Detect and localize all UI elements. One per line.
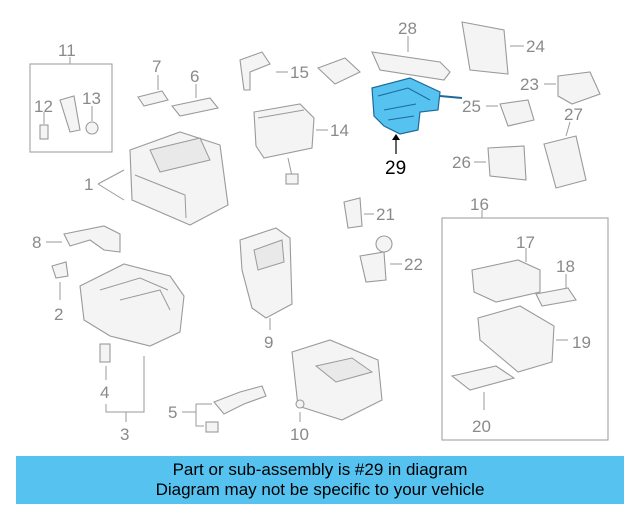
label-28: 28 xyxy=(398,19,417,38)
info-banner: Part or sub-assembly is #29 in diagram D… xyxy=(16,456,624,504)
part-22 xyxy=(359,235,393,283)
part-15 xyxy=(239,51,271,91)
label-5: 5 xyxy=(168,403,177,422)
label-11: 11 xyxy=(58,41,76,60)
label-19: 19 xyxy=(572,333,591,352)
label-29: 29 xyxy=(385,158,406,179)
label-26: 26 xyxy=(452,153,471,172)
parts-diagram: 11 12 13 7 6 1 15 14 28 29 24 xyxy=(29,19,609,444)
label-15: 15 xyxy=(290,63,309,82)
label-4: 4 xyxy=(100,383,109,402)
label-27: 27 xyxy=(564,105,583,124)
part-29-highlighted xyxy=(371,77,463,135)
label-23: 23 xyxy=(520,75,539,94)
label-21: 21 xyxy=(376,205,395,224)
part-9 xyxy=(239,227,293,319)
part-21 xyxy=(343,197,363,229)
part-24 xyxy=(461,21,509,75)
part-7 xyxy=(137,90,169,107)
label-20: 20 xyxy=(472,417,491,436)
part-27 xyxy=(543,135,587,189)
part-1 xyxy=(129,131,229,226)
part-25 xyxy=(499,99,535,127)
label-9: 9 xyxy=(264,333,273,352)
label-17: 17 xyxy=(516,233,535,252)
label-22: 22 xyxy=(404,255,423,274)
label-3: 3 xyxy=(120,425,129,444)
label-13: 13 xyxy=(82,89,101,108)
label-6: 6 xyxy=(190,67,199,86)
part-2 xyxy=(51,261,69,279)
label-18: 18 xyxy=(556,257,575,276)
part-11-group xyxy=(29,57,113,153)
label-24: 24 xyxy=(526,37,545,56)
part-28 xyxy=(371,51,451,81)
label-16: 16 xyxy=(470,195,489,214)
label-7: 7 xyxy=(152,57,161,76)
label-2: 2 xyxy=(54,305,63,324)
part-4 xyxy=(99,343,111,363)
label-1: 1 xyxy=(84,175,93,194)
label-25: 25 xyxy=(462,97,481,116)
part-6 xyxy=(171,97,219,117)
label-10: 10 xyxy=(290,425,309,444)
part-10 xyxy=(291,339,383,421)
banner-line-2: Diagram may not be specific to your vehi… xyxy=(155,480,485,499)
part-5 xyxy=(213,385,267,415)
part-16-group xyxy=(441,210,609,441)
part-23 xyxy=(557,71,601,105)
part-3 xyxy=(79,263,185,347)
part-26 xyxy=(487,145,527,181)
part-14 xyxy=(253,103,315,185)
banner-line-1: Part or sub-assembly is #29 in diagram xyxy=(172,460,468,479)
label-14: 14 xyxy=(330,121,349,140)
part-8 xyxy=(63,225,121,253)
part-15b xyxy=(316,57,361,85)
label-8: 8 xyxy=(32,233,41,252)
label-12: 12 xyxy=(34,97,53,116)
